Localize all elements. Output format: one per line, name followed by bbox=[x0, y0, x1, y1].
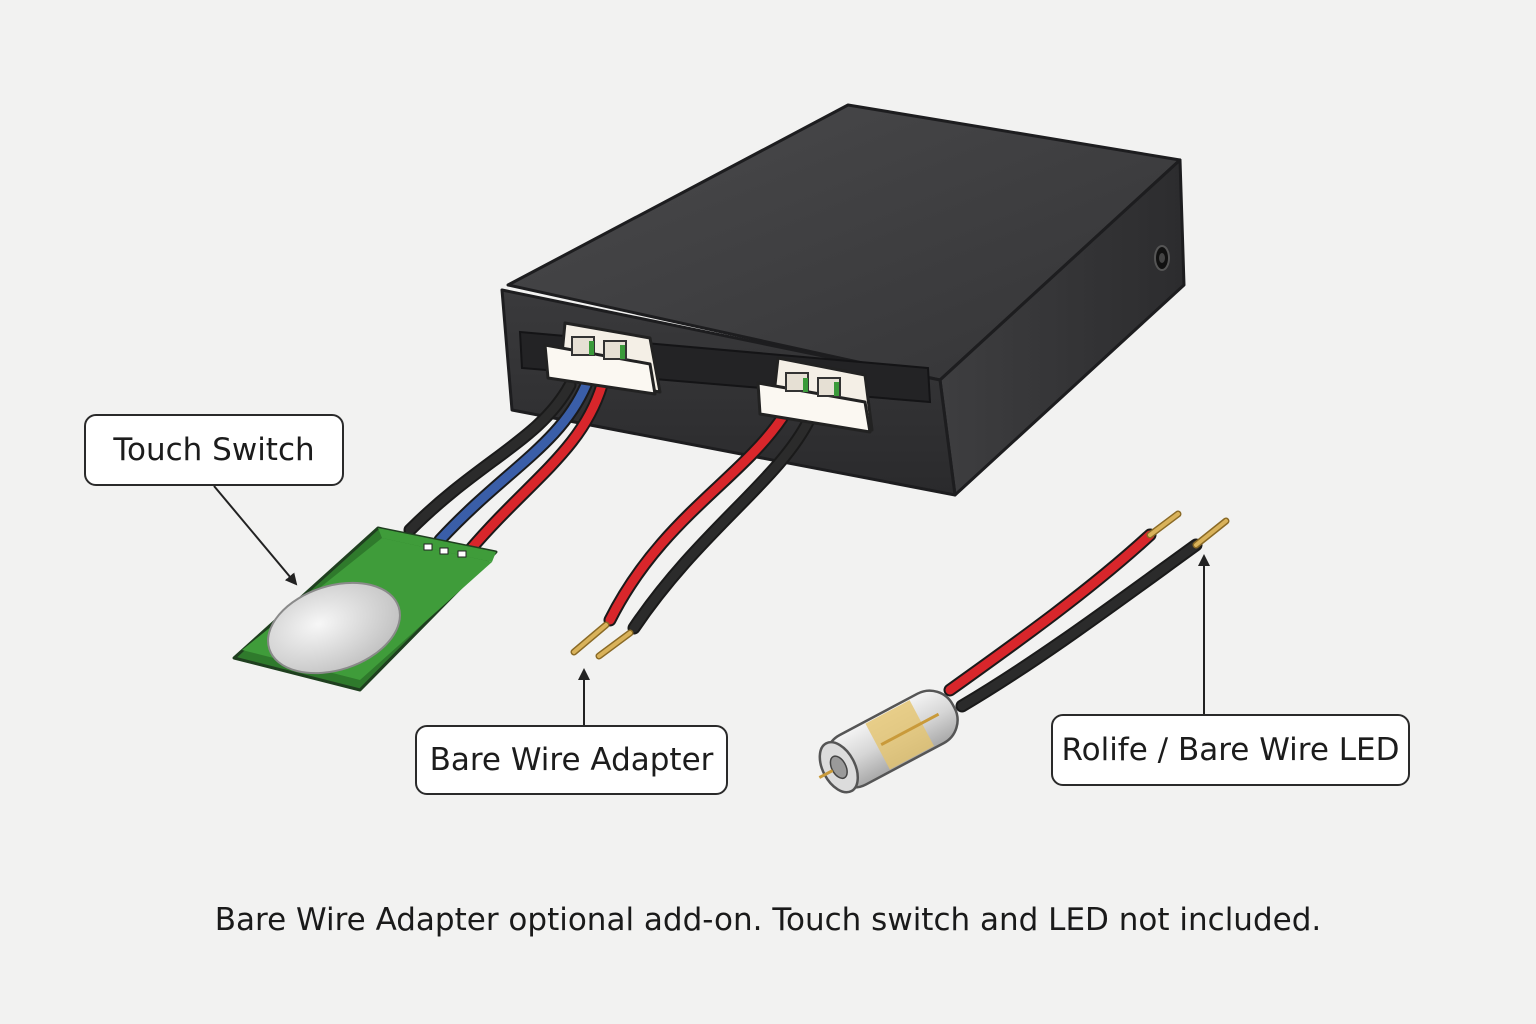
touch-switch-pcb bbox=[232, 526, 498, 692]
dc-jack-pin bbox=[1159, 253, 1165, 263]
caption: Bare Wire Adapter optional add-on. Touch… bbox=[214, 902, 1322, 938]
callout-arrows bbox=[213, 485, 1210, 725]
controller-box bbox=[500, 103, 1186, 497]
led-body bbox=[818, 689, 959, 794]
arrow-touch-switch bbox=[213, 485, 298, 586]
adapter-wires bbox=[570, 411, 817, 660]
touch-pad bbox=[267, 581, 401, 675]
connector-adapter bbox=[756, 356, 874, 434]
label-bare-wire-adapter: Bare Wire Adapter bbox=[415, 725, 728, 795]
touch-switch-wires bbox=[403, 378, 609, 557]
label-led: Rolife / Bare Wire LED bbox=[1051, 714, 1410, 786]
connector-touch bbox=[543, 321, 662, 396]
label-touch-switch: Touch Switch bbox=[84, 414, 344, 486]
led-wires bbox=[943, 510, 1230, 713]
